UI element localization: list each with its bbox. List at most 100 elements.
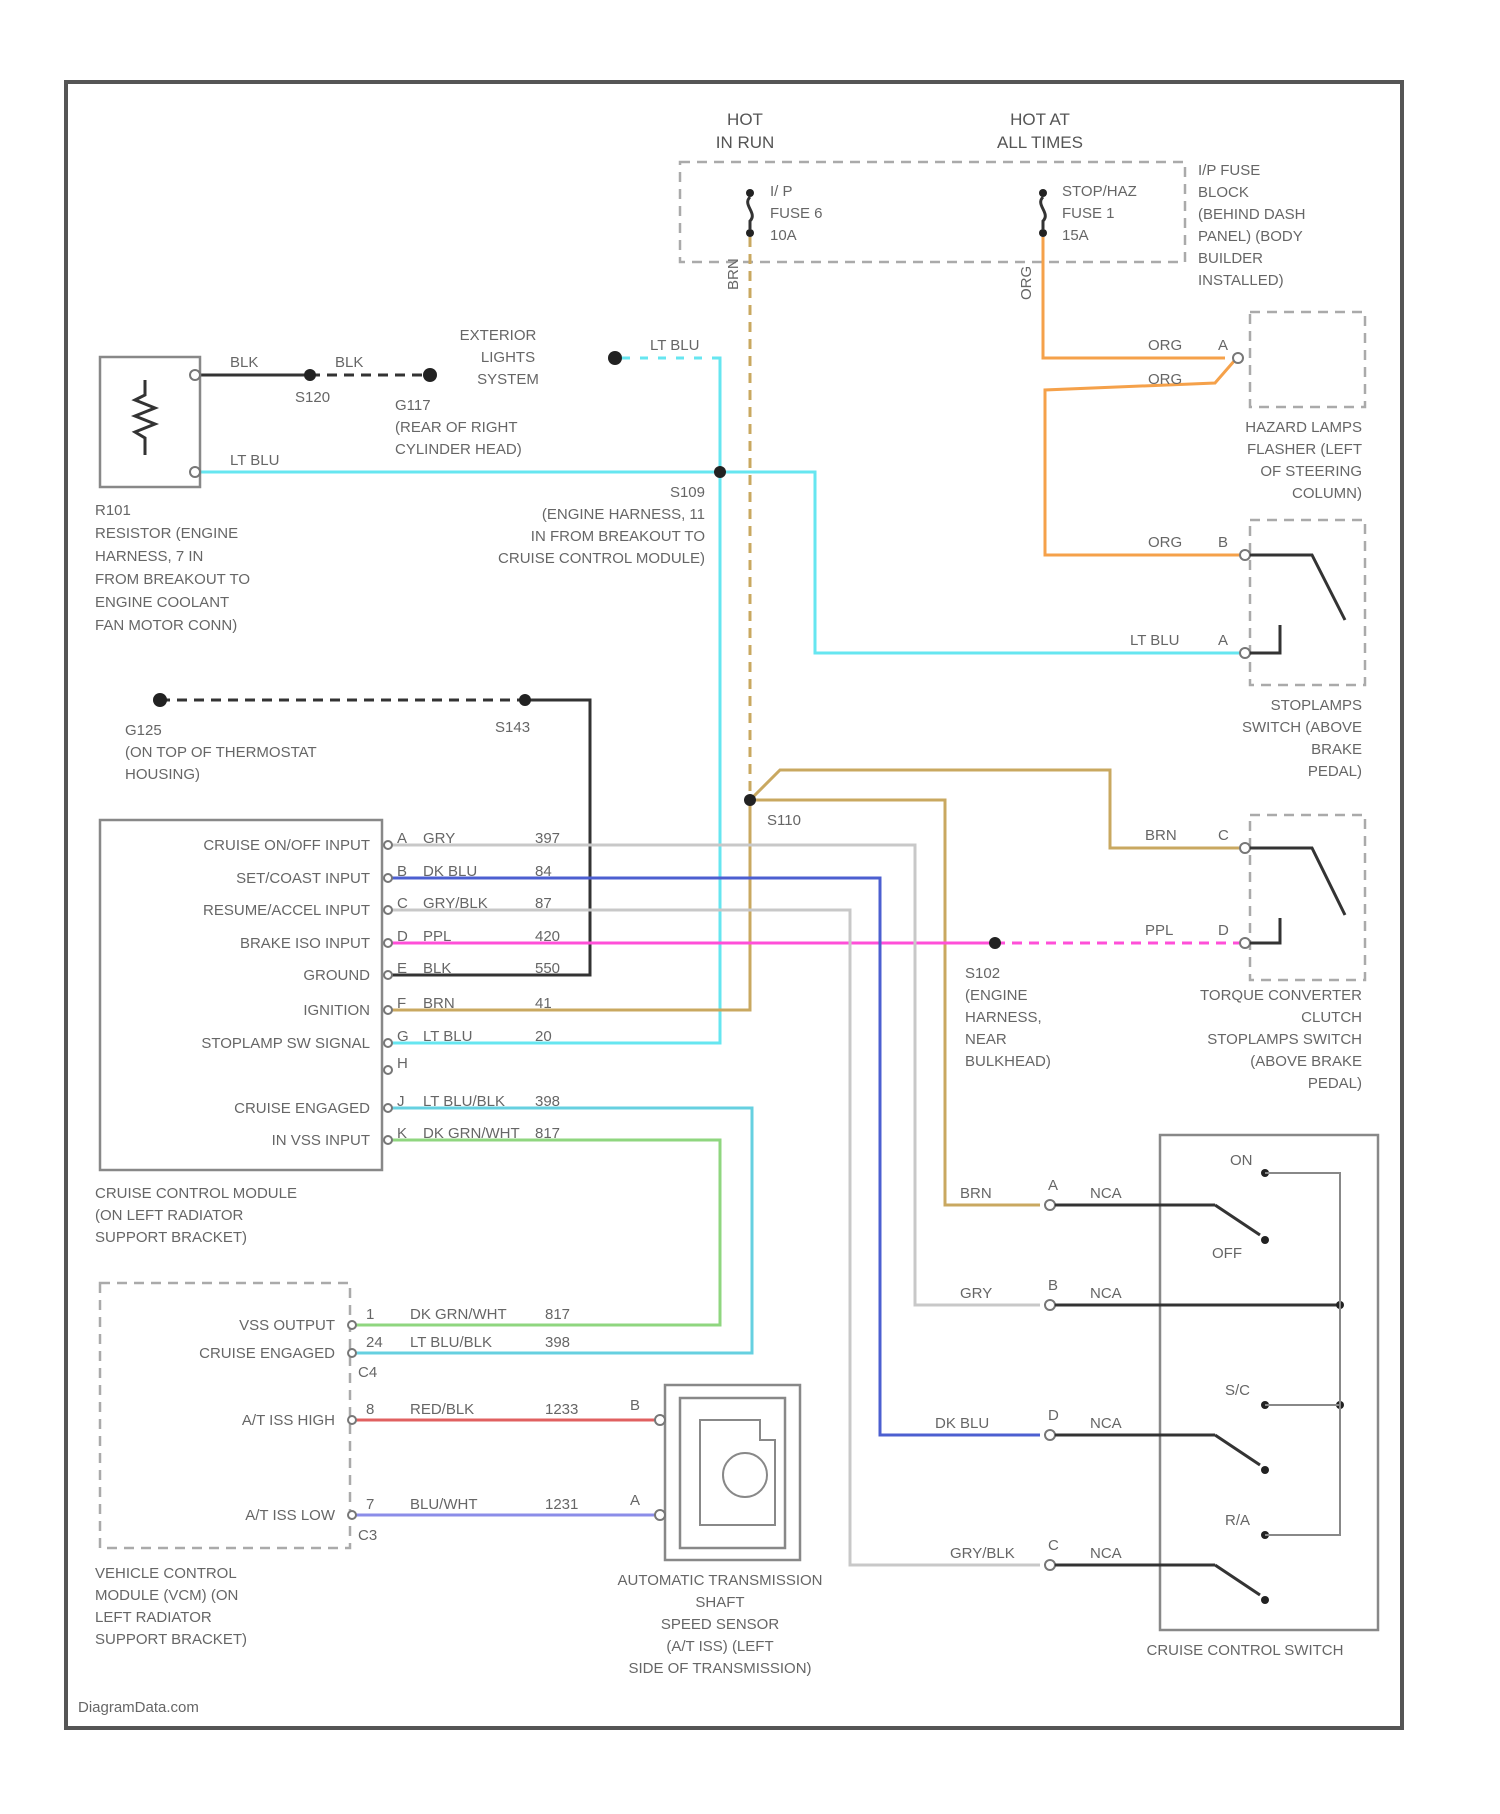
org-label-2: ORG bbox=[1148, 371, 1182, 388]
hazard-label-2: FLASHER (LEFT bbox=[1247, 441, 1362, 458]
fuse-block-label-4: PANEL) (BODY bbox=[1198, 228, 1303, 245]
stoplamp-switch bbox=[1240, 520, 1365, 685]
fuse1-label-3: 15A bbox=[1062, 227, 1089, 244]
transmission-speed-sensor bbox=[655, 1385, 800, 1560]
vcm-pin-name: VSS OUTPUT bbox=[239, 1317, 335, 1334]
ccm-pin-circuit: 41 bbox=[535, 995, 552, 1012]
ext-lights-label-2: LIGHTS bbox=[481, 349, 535, 366]
g125-label-2: (ON TOP OF THERMOSTAT bbox=[125, 744, 317, 761]
fuse1-top-node bbox=[1039, 189, 1047, 197]
ccm-pin-terminal bbox=[384, 1136, 392, 1144]
s109-label-1: S109 bbox=[670, 484, 705, 501]
ccs-ra-label: R/A bbox=[1225, 1512, 1250, 1529]
ccm-pin-letter: H bbox=[397, 1055, 408, 1072]
ccm-pin-terminal bbox=[384, 971, 392, 979]
stoplamp-label-1: STOPLAMPS bbox=[1271, 697, 1362, 714]
ccm-pin-circuit: 397 bbox=[535, 830, 560, 847]
g117-label-3: CYLINDER HEAD) bbox=[395, 441, 522, 458]
fuse1-label-2: FUSE 1 bbox=[1062, 205, 1115, 222]
ccm-pin-letter: F bbox=[397, 995, 406, 1012]
ccm-pin-letter: J bbox=[397, 1093, 405, 1110]
ccm-pin-letter: E bbox=[397, 960, 407, 977]
stoplamp-label-2: SWITCH (ABOVE bbox=[1242, 719, 1362, 736]
ppl-tcc-label: PPL bbox=[1145, 922, 1173, 939]
fuse-block-label-2: BLOCK bbox=[1198, 184, 1249, 201]
hot-at-all-times-line1: HOT AT bbox=[1010, 110, 1070, 129]
ccm-pin-name: SET/COAST INPUT bbox=[236, 870, 370, 887]
ccm-pin-letter: G bbox=[397, 1028, 409, 1045]
ccm-pin-wire: BRN bbox=[423, 995, 455, 1012]
fuse-block-label-1: I/P FUSE bbox=[1198, 162, 1260, 179]
dkblu-ccs-label: DK BLU bbox=[935, 1415, 989, 1432]
tcc-pin-c: C bbox=[1218, 827, 1229, 844]
s120-node bbox=[304, 369, 316, 381]
hazard-flasher-box bbox=[1250, 312, 1365, 407]
g117-label-1: G117 bbox=[395, 397, 431, 414]
vcm-pin-number: 7 bbox=[366, 1496, 374, 1513]
sensor-pin-b: B bbox=[630, 1397, 640, 1414]
dkgrnwht-wire bbox=[355, 1140, 720, 1325]
watermark: DiagramData.com bbox=[78, 1699, 199, 1716]
ccm-pin-letter: K bbox=[397, 1125, 407, 1142]
ccs-nca-b: NCA bbox=[1090, 1285, 1122, 1302]
hot-in-run-line1: HOT bbox=[727, 110, 763, 129]
ccm-pin-name: BRAKE ISO INPUT bbox=[240, 935, 370, 952]
vcm-c3-label: C3 bbox=[358, 1527, 377, 1544]
org-wire-fuse1-label: ORG bbox=[1018, 266, 1035, 300]
hot-in-run-line2: IN RUN bbox=[716, 133, 775, 152]
sensor-caption-3: SPEED SENSOR bbox=[661, 1616, 780, 1633]
ccs-nca-d: NCA bbox=[1090, 1415, 1122, 1432]
ccm-caption-1: CRUISE CONTROL MODULE bbox=[95, 1185, 297, 1202]
vcm-caption-3: LEFT RADIATOR bbox=[95, 1609, 212, 1626]
ltblu-stoplamp-label: LT BLU bbox=[1130, 632, 1179, 649]
ccs-pin-b: B bbox=[1048, 1277, 1058, 1294]
fuse6-bottom-node bbox=[746, 229, 754, 237]
ccm-pin-wire: BLK bbox=[423, 960, 451, 977]
g125-label-1: G125 bbox=[125, 722, 162, 739]
ccm-pin-wire: LT BLU bbox=[423, 1028, 472, 1045]
fuse1-label-1: STOP/HAZ bbox=[1062, 183, 1137, 200]
ccm-pin-letter: B bbox=[397, 863, 407, 880]
tcc-label-2: CLUTCH bbox=[1301, 1009, 1362, 1026]
ccs-sc-contact bbox=[1215, 1435, 1260, 1465]
resistor-label-6: FAN MOTOR CONN) bbox=[95, 617, 237, 634]
ext-lights-label-1: EXTERIOR bbox=[460, 327, 537, 344]
ccs-pin-d: D bbox=[1048, 1407, 1059, 1424]
brn-tcc-label: BRN bbox=[1145, 827, 1177, 844]
fuse6-top-node bbox=[746, 189, 754, 197]
tcc-label-3: STOPLAMPS SWITCH bbox=[1207, 1031, 1362, 1048]
vcm-pin-name: CRUISE ENGAGED bbox=[199, 1345, 335, 1362]
stoplamp-pin-a: A bbox=[1218, 632, 1228, 649]
vcm-caption-1: VEHICLE CONTROL bbox=[95, 1565, 237, 1582]
ccm-pin-wire: DK BLU bbox=[423, 863, 477, 880]
org-label-3: ORG bbox=[1148, 534, 1182, 551]
ccs-pin-labels: A B D C NCA NCA NCA NCA bbox=[1048, 1177, 1122, 1562]
vcm-pin-number: 1 bbox=[366, 1306, 374, 1323]
vcm-pin-wire: LT BLU/BLK bbox=[410, 1334, 492, 1351]
hazard-label-3: OF STEERING bbox=[1260, 463, 1362, 480]
ext-lights-label-3: SYSTEM bbox=[477, 371, 539, 388]
g125-ground-icon bbox=[153, 693, 167, 707]
tcc-pin-d: D bbox=[1218, 922, 1229, 939]
vcm-caption-2: MODULE (VCM) (ON bbox=[95, 1587, 238, 1604]
exterior-lights-arrow bbox=[608, 351, 622, 365]
sensor-caption-4: (A/T ISS) (LEFT bbox=[666, 1638, 773, 1655]
s143-node bbox=[519, 694, 531, 706]
ccs-pin-a: A bbox=[1048, 1177, 1058, 1194]
ccm-pin-wire: LT BLU/BLK bbox=[423, 1093, 505, 1110]
resistor-r101 bbox=[100, 357, 200, 487]
ccs-nca-a: NCA bbox=[1090, 1185, 1122, 1202]
ccm-pin-circuit: 398 bbox=[535, 1093, 560, 1110]
ccm-caption-3: SUPPORT BRACKET) bbox=[95, 1229, 247, 1246]
s102-label-5: BULKHEAD) bbox=[965, 1053, 1051, 1070]
ccs-off-label: OFF bbox=[1212, 1245, 1242, 1262]
vcm-pin-terminal bbox=[348, 1511, 356, 1519]
fuse1-icon bbox=[1041, 197, 1046, 229]
ccm-pin-terminal bbox=[384, 1066, 392, 1074]
s102-label-3: HARNESS, bbox=[965, 1009, 1042, 1026]
stoplamp-switch-contact bbox=[1250, 555, 1345, 620]
g117-ground-icon bbox=[423, 368, 437, 382]
fuse-block-label-6: INSTALLED) bbox=[1198, 272, 1284, 289]
